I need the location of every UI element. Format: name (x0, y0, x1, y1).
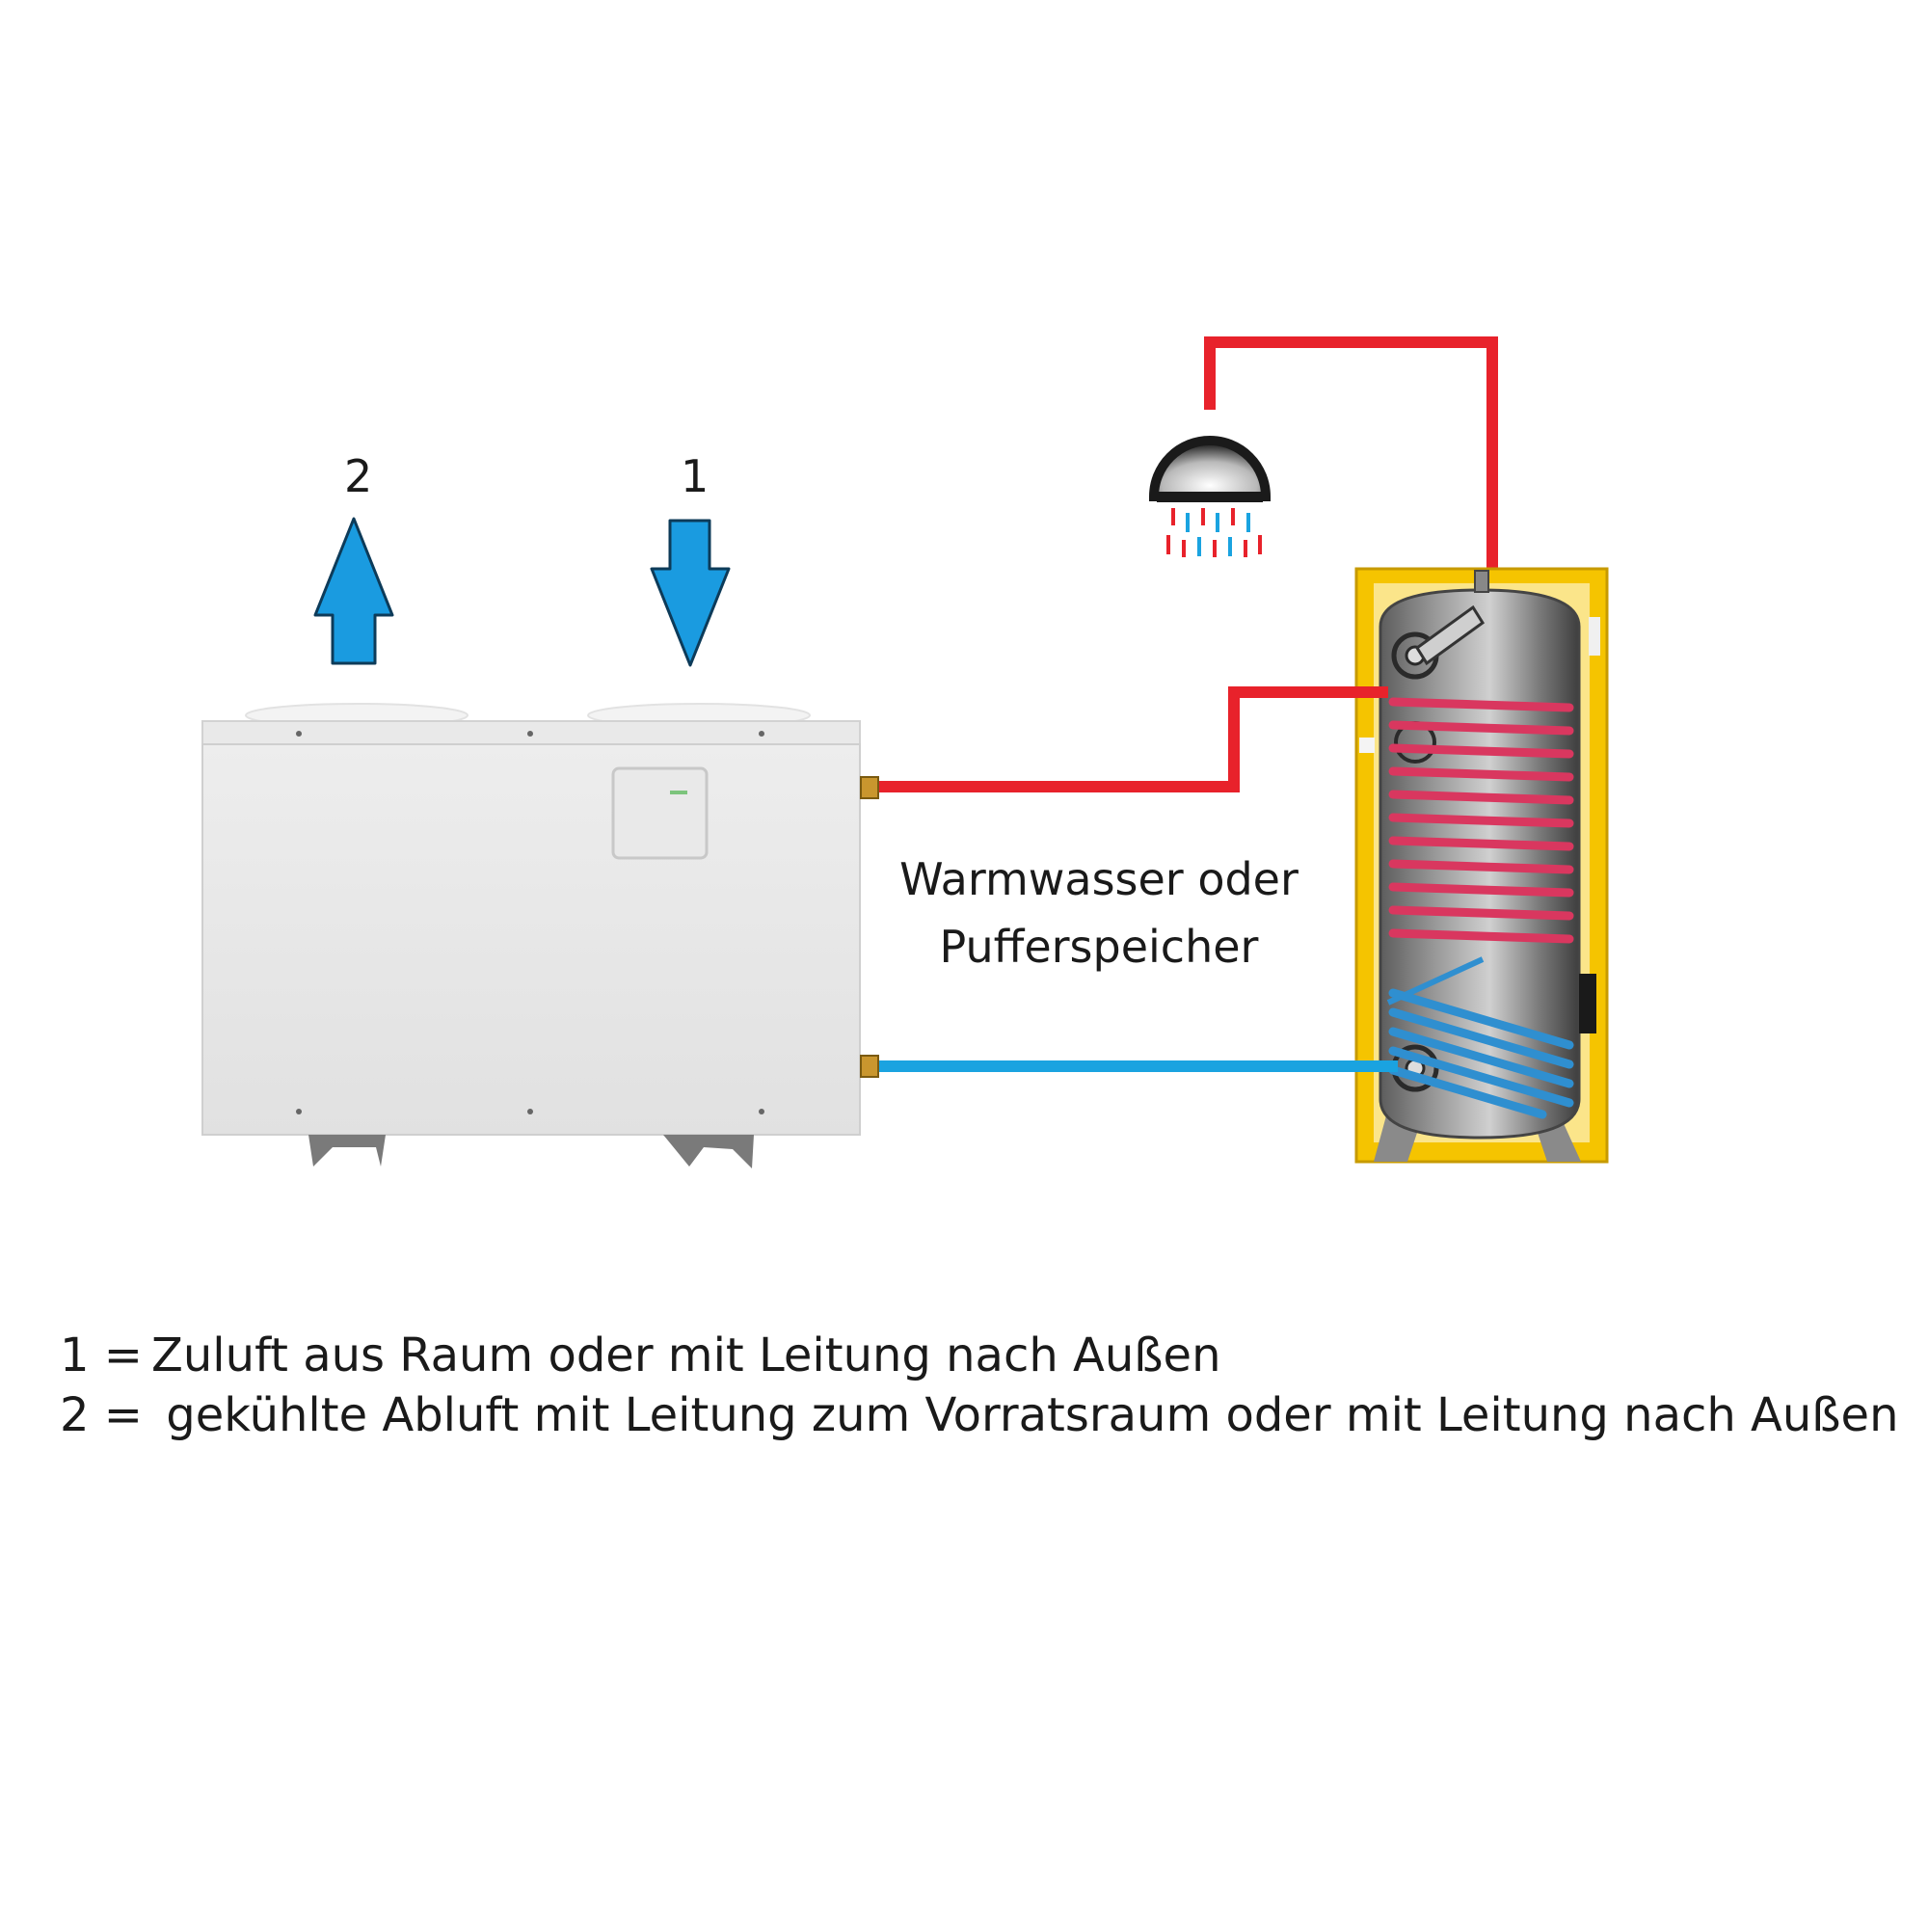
legend-item-1: 1 =Zuluft aus Raum oder mit Leitung nach… (60, 1326, 1899, 1385)
storage-tank (1354, 567, 1609, 1164)
hot-fitting (860, 776, 879, 799)
shower-head-icon (1148, 436, 1272, 557)
legend: 1 =Zuluft aus Raum oder mit Leitung nach… (60, 1326, 1899, 1445)
hot-heating-coil (1388, 697, 1574, 944)
storage-label-line2: Pufferspeicher (939, 921, 1259, 973)
arrow-down-icon (650, 519, 731, 667)
legend-text-2: gekühlte Abluft mit Leitung zum Vorratsr… (151, 1388, 1899, 1442)
hot-water-supply-pipe (1204, 336, 1498, 578)
unit-casing (201, 743, 861, 1136)
storage-label-line1: Warmwasser oder (899, 853, 1299, 905)
heat-pump-unit (201, 703, 879, 1168)
hot-flow-pipe (877, 686, 1388, 792)
storage-label: Warmwasser oder Pufferspeicher (848, 845, 1350, 980)
legend-key-2: 2 = (60, 1388, 144, 1442)
exhaust-air-number: 2 (344, 450, 373, 502)
cold-fitting (860, 1055, 879, 1078)
legend-key-1: 1 = (60, 1328, 144, 1382)
intake-air-number: 1 (681, 450, 710, 502)
arrow-up-icon (313, 517, 394, 665)
legend-item-2: 2 = gekühlte Abluft mit Leitung zum Vorr… (60, 1385, 1899, 1445)
legend-text-1: Zuluft aus Raum oder mit Leitung nach Au… (151, 1328, 1221, 1382)
control-panel (611, 766, 709, 860)
cold-heating-coil (1388, 988, 1574, 1119)
